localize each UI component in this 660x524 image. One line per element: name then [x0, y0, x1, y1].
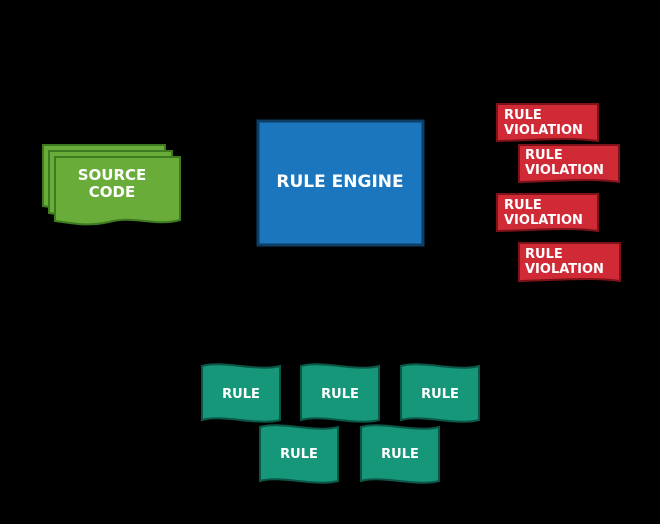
rules-group: RULE RULE RULE RULE RULE: [201, 363, 480, 484]
rule-violation-line2: VIOLATION: [504, 123, 583, 138]
rule-violation-line2: VIOLATION: [525, 262, 604, 277]
rule-flag: RULE: [259, 424, 339, 484]
rule-flag-shape: [400, 363, 480, 423]
source-doc-front-sheet: [54, 156, 181, 226]
rule-label: RULE: [280, 447, 318, 462]
rule-label: RULE: [321, 387, 359, 402]
rule-flag: RULE: [360, 424, 440, 484]
source-code-label-line1: SOURCE: [78, 166, 147, 184]
rule-violation-flag-shape: [496, 193, 599, 233]
rule-violation-line2: VIOLATION: [525, 163, 604, 178]
rule-violation-line1: RULE: [504, 198, 542, 213]
source-code-label-line2: CODE: [89, 183, 135, 201]
rule-violation-line2: VIOLATION: [504, 213, 583, 228]
rule-engine-rect: [256, 119, 425, 247]
rule-flag-shape: [300, 363, 380, 423]
rule-label: RULE: [421, 387, 459, 402]
rule-violation-flag-shape: [496, 103, 599, 143]
rule-violation-flag: RULE VIOLATION: [496, 103, 599, 143]
rule-label: RULE: [381, 447, 419, 462]
rule-flag-shape: [201, 363, 281, 423]
source-code-document: SOURCE CODE: [42, 144, 181, 226]
rule-violation-flag: RULE VIOLATION: [518, 242, 621, 283]
rule-violation-line1: RULE: [504, 108, 542, 123]
rule-violation-flag-shape: [518, 242, 621, 283]
rule-violation-flag: RULE VIOLATION: [496, 193, 599, 233]
rule-violations-group: RULE VIOLATION RULE VIOLATION RULE VIOLA…: [496, 103, 621, 283]
rule-engine-label: RULE ENGINE: [276, 172, 403, 192]
rule-flag: RULE: [300, 363, 380, 423]
rule-flag-shape: [360, 424, 440, 484]
rule-violation-flag: RULE VIOLATION: [518, 144, 620, 184]
rule-flag-shape: [259, 424, 339, 484]
rule-flag: RULE: [201, 363, 281, 423]
rule-engine-box: RULE ENGINE: [256, 119, 425, 247]
rule-flag: RULE: [400, 363, 480, 423]
rule-violation-line1: RULE: [525, 148, 563, 163]
rule-label: RULE: [222, 387, 260, 402]
rule-violation-flag-shape: [518, 144, 620, 184]
rule-violation-line1: RULE: [525, 247, 563, 262]
